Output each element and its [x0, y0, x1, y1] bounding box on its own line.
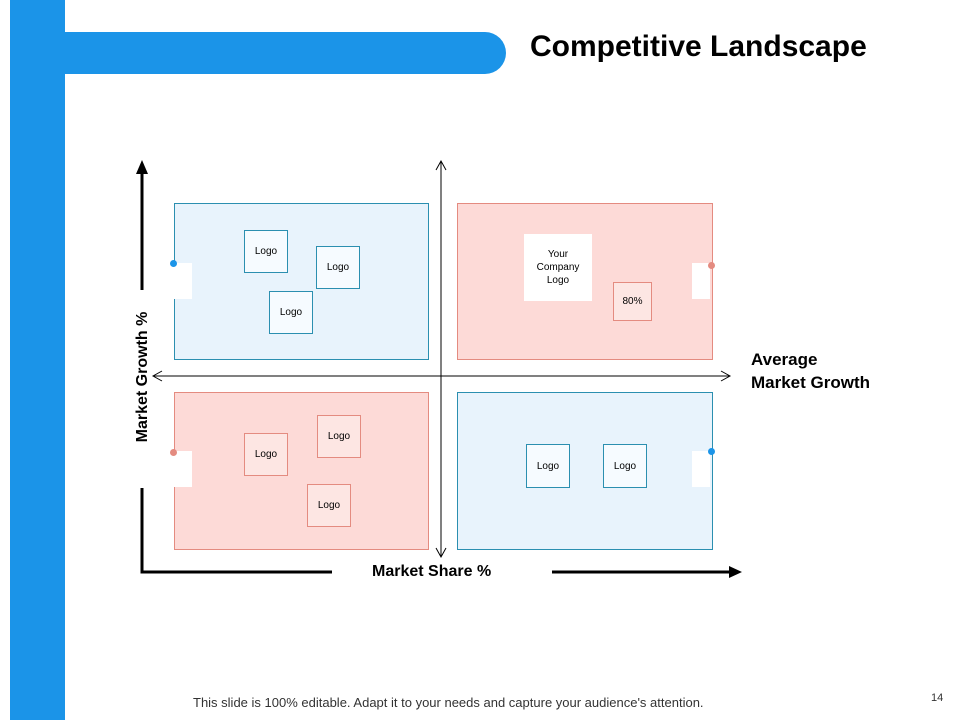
logo-box: Logo	[316, 246, 360, 289]
title-band	[10, 32, 506, 74]
company-logo-text: Your Company Logo	[537, 248, 580, 287]
horizontal-divider-arrow-right	[720, 370, 732, 382]
logo-label: Logo	[279, 307, 303, 318]
logo-box: Logo	[307, 484, 351, 527]
logo-box: Logo	[603, 444, 647, 488]
connector-dot	[708, 448, 715, 455]
connector-dot	[170, 260, 177, 267]
x-axis-arrowhead	[729, 566, 742, 578]
logo-box: Logo	[317, 415, 361, 458]
average-label-line: Market Growth	[751, 373, 871, 392]
x-axis-label: Market Share %	[372, 563, 492, 580]
logo-box: Logo	[269, 291, 313, 334]
footer-text: This slide is 100% editable. Adapt it to…	[193, 695, 704, 710]
vertical-divider-arrow-top	[435, 159, 447, 171]
quadrant-top-right: Your Company Logo 80%	[457, 203, 713, 360]
logo-label: Logo	[613, 460, 637, 472]
logo-label: Logo	[254, 246, 278, 257]
axis-corner-line	[140, 488, 332, 574]
company-logo-line: Company	[536, 262, 580, 273]
horizontal-divider-arrow-left	[151, 370, 163, 382]
connector-dot	[170, 449, 177, 456]
average-label-line: Average	[751, 350, 818, 369]
connector-dot	[708, 262, 715, 269]
edge-notch	[174, 451, 192, 487]
company-logo-line: Logo	[546, 275, 570, 286]
quadrant-bottom-right: Logo Logo	[457, 392, 713, 550]
logo-label: Logo	[254, 449, 278, 460]
average-market-growth-label: Average Market Growth	[751, 348, 870, 394]
logo-label: Logo	[536, 460, 560, 472]
vertical-divider-arrow-bottom	[435, 547, 447, 559]
logo-label: Logo	[326, 262, 350, 273]
page-number: 14	[931, 692, 944, 704]
logo-box: Logo	[526, 444, 570, 488]
slide-title: Competitive Landscape	[530, 30, 867, 63]
y-axis-arrowhead	[136, 160, 148, 174]
percent-badge: 80%	[613, 282, 652, 321]
percent-label: 80%	[622, 296, 643, 307]
logo-box: Logo	[244, 230, 288, 273]
left-accent-bar	[10, 0, 65, 720]
company-logo-line: Your	[547, 249, 569, 260]
logo-label: Logo	[327, 431, 351, 442]
y-axis-label: Market Growth %	[134, 311, 151, 443]
edge-notch	[174, 263, 192, 299]
logo-label: Logo	[317, 500, 341, 511]
quadrant-top-left: Logo Logo Logo	[174, 203, 429, 360]
company-logo-box: Your Company Logo	[524, 234, 592, 301]
logo-box: Logo	[244, 433, 288, 476]
edge-notch	[692, 451, 710, 487]
edge-notch	[692, 263, 710, 299]
quadrant-bottom-left: Logo Logo Logo	[174, 392, 429, 550]
